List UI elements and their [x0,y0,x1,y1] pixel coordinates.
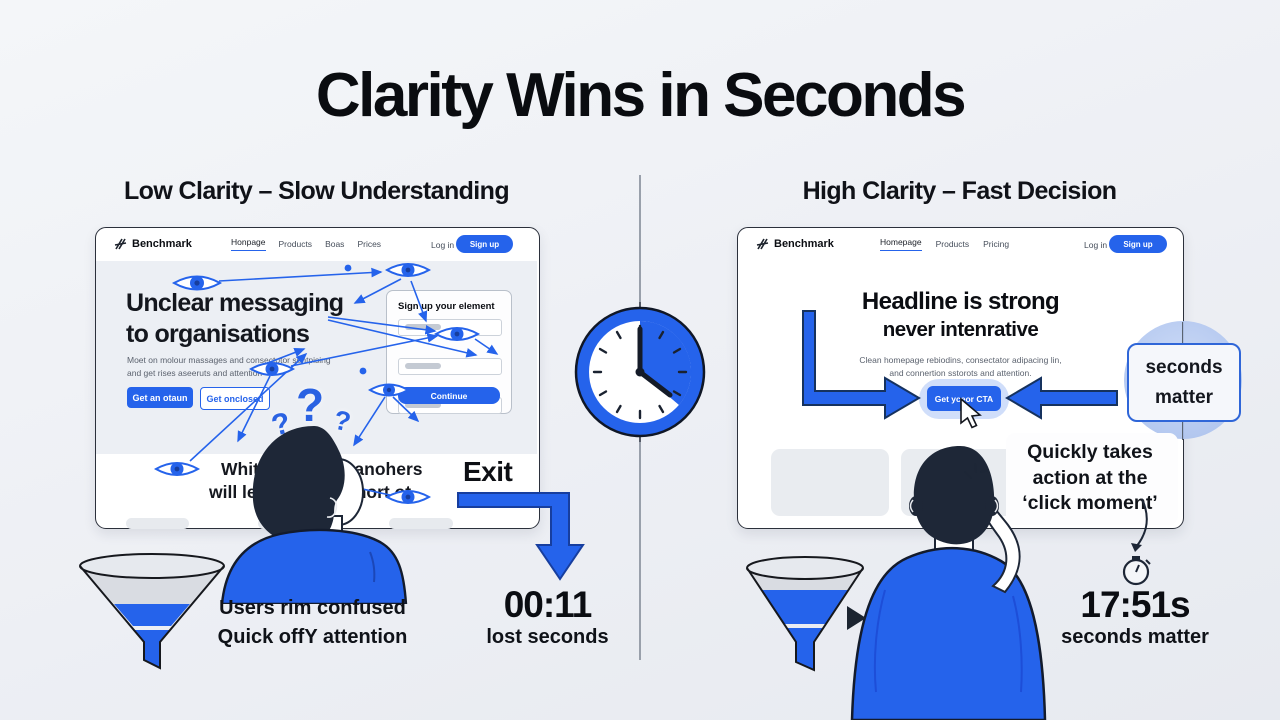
person-shirt [220,528,408,604]
nav-link-homepage[interactable]: Honpage [231,237,266,251]
decision-seconds-caption: seconds matter [1061,626,1209,648]
brand-name: Benchmark [132,238,192,250]
hero-body-line2: and get rises aseeruts and attention [127,368,263,379]
play-triangle-icon [847,606,866,630]
exit-arrow [457,492,585,581]
signup-button[interactable]: Sign up [1109,235,1167,253]
seconds-matter-badge: seconds matter [1127,343,1241,422]
form-input-1[interactable] [398,319,502,336]
nav-link-boas[interactable]: Boas [325,239,345,249]
placeholder-bar [126,518,189,529]
primary-cta-button[interactable]: Get an otaun [127,387,193,408]
hero-headline-line2: to organisations [126,319,310,348]
stopwatch-pointer-arrow [1122,498,1151,586]
nav-link-pricing[interactable]: Pricing [983,239,1010,249]
clock-icon [574,302,706,442]
attention-funnel-low [79,553,225,670]
note-box [1006,433,1178,525]
nav-link-products[interactable]: Products [278,239,313,249]
placeholder-box [771,449,889,516]
person-shirt [850,546,1047,720]
benchmark-logo-icon [114,238,127,250]
note-line1: Quickly takes [1027,441,1153,463]
funnel-caption-line1: Users rim confused [219,597,406,619]
badge-line2: matter [1154,386,1214,408]
login-link[interactable]: Log in [1084,240,1108,250]
lost-seconds-caption: lost seconds [486,626,609,648]
hero-body-line2: and connertion sstorots and attention. [889,368,1032,379]
placeholder-bar [389,518,453,529]
left-heading: Low Clarity – Slow Understanding [123,177,510,205]
signup-form-card: Sign up your element Continue [386,290,512,414]
nav-link-products[interactable]: Products [935,239,970,249]
login-link[interactable]: Log in [431,240,455,250]
page-title: Clarity Wins in Seconds [315,61,967,130]
secondary-cta-button[interactable]: Get onclosed [200,387,270,410]
note-line3: ‘click moment’ [1022,492,1158,515]
lost-seconds-value: 00:11 [503,584,593,625]
stopwatch-icon [1122,556,1151,586]
benchmark-logo-icon [756,238,769,250]
person-hair [913,446,995,545]
question-mark: ? [296,379,325,431]
form-continue-button[interactable]: Continue [398,387,500,404]
form-title: Sign up your element [398,301,495,312]
hero-headline-line1: Headline is strong [861,288,1060,315]
deciding-person-illustration [850,446,1047,720]
signup-button[interactable]: Sign up [456,235,513,253]
right-heading: High Clarity – Fast Decision [802,177,1117,205]
brand-name: Benchmark [774,238,834,250]
hero-body-line1: Clean homepage rebiodins, consectator ad… [859,355,1062,365]
badge-line1: seconds [1145,357,1223,379]
hero-body-line1: Moet on molour massages and consectotor … [127,355,331,365]
nav-link-prices[interactable]: Prices [357,239,382,249]
funnel-caption-line2: Quick offY attention [217,626,408,648]
exit-label: Exit [463,456,513,487]
form-input-2[interactable] [398,358,502,375]
click-sparks [964,463,989,479]
hero-headline-line1: Unclear messaging [126,289,344,317]
person-hair [252,426,345,545]
note-line2: action at the [1032,466,1148,489]
nav-link-homepage[interactable]: Homepage [880,237,922,251]
hero-headline-line2: never intenrative [882,318,1039,341]
decision-seconds-value: 17:51s [1080,584,1190,625]
confused-person-illustration [220,426,408,604]
get-cta-button[interactable]: Get yceor CTA [927,386,1001,411]
attention-funnel-high [746,556,864,672]
